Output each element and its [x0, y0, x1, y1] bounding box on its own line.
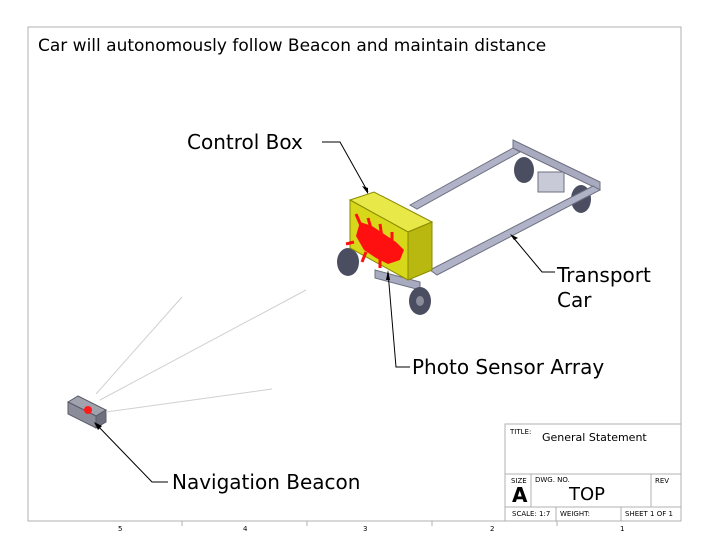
callout-navigation-beacon: Navigation Beacon [172, 470, 360, 494]
callout-car: Car [557, 288, 592, 312]
zone-label-5: 5 [118, 525, 122, 533]
frame-rail-bottom [429, 185, 602, 276]
leader-arrowheads [94, 186, 518, 430]
headline: Car will autonomously follow Beacon and … [38, 36, 546, 56]
control-box [345, 191, 434, 281]
sensor-cluster [356, 222, 404, 264]
photo-sensor-array [345, 213, 404, 268]
rear-wheel-left [514, 157, 534, 183]
callout-control-box: Control Box [187, 130, 303, 154]
sheet-label: SHEET 1 OF 1 [625, 510, 673, 518]
weight-label: WEIGHT: [560, 510, 590, 518]
scale-label: SCALE: 1:7 [512, 510, 550, 518]
control-box-side [407, 221, 433, 281]
zone-label-4: 4 [243, 525, 248, 533]
transport-car [337, 139, 602, 315]
rev-label: REV [655, 477, 669, 485]
title-block [504, 423, 682, 522]
zone-ticks [181, 521, 558, 526]
callout-photo-sensor: Photo Sensor Array [412, 355, 604, 379]
beacon-led [84, 406, 92, 414]
title-label: TITLE: [509, 428, 531, 436]
front-wheel-hub [416, 296, 424, 306]
front-wheel-left [337, 248, 359, 276]
zone-label-2: 2 [490, 525, 494, 533]
dwg-no-value: TOP [568, 484, 605, 505]
zone-label-3: 3 [363, 525, 367, 533]
title-value: General Statement [542, 431, 647, 444]
sheet-border [27, 26, 682, 522]
navigation-beacon [66, 395, 108, 429]
zone-label-1: 1 [620, 525, 624, 533]
frame-rail-top [408, 147, 522, 210]
motor-block [537, 171, 565, 193]
dwg-no-label: DWG. NO. [535, 476, 570, 484]
leader-lines [95, 141, 555, 483]
size-label: SIZE [511, 477, 527, 485]
beacon-rays [95, 289, 307, 413]
size-value: A [512, 483, 528, 507]
callout-transport: Transport [556, 263, 651, 287]
